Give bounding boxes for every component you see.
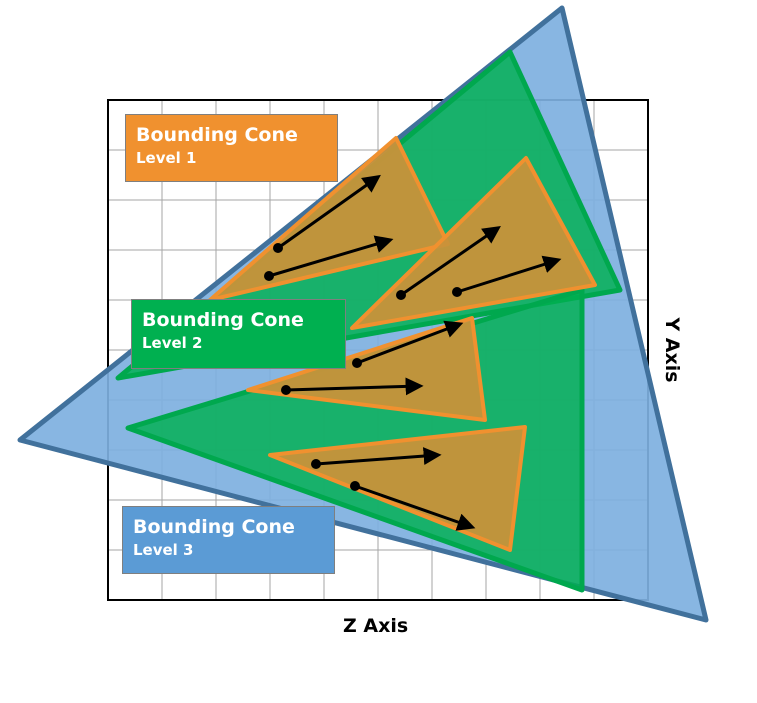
- label-title: Bounding Cone: [133, 516, 295, 538]
- vector-origin-dot: [281, 385, 291, 395]
- label-level: Level 1: [136, 149, 197, 167]
- vector-arrow: [456, 255, 562, 294]
- label-level: Level 2: [142, 334, 203, 352]
- y-axis-label: Y Axis: [661, 317, 683, 383]
- label-title: Bounding Cone: [142, 309, 304, 331]
- vector-origin-dot: [273, 243, 283, 253]
- vector-origin-dot: [350, 481, 360, 491]
- normal-vectors: [268, 174, 562, 531]
- vector-origin-dot: [264, 271, 274, 281]
- vector-arrow: [356, 320, 464, 365]
- vector-origin-dot: [352, 358, 362, 368]
- vector-arrow: [277, 174, 381, 250]
- label-bounding-cone-level-2: Bounding Cone Level 2: [131, 299, 346, 369]
- label-title: Bounding Cone: [136, 124, 298, 146]
- vector-origin-dot: [311, 459, 321, 469]
- vector-arrow: [315, 447, 442, 466]
- level-1-cone-c: [246, 316, 487, 422]
- vector-arrow: [285, 377, 424, 396]
- level-1-cone-a: [208, 136, 450, 302]
- vector-origin-dot: [452, 287, 462, 297]
- label-level: Level 3: [133, 541, 194, 559]
- label-bounding-cone-level-1: Bounding Cone Level 1: [125, 114, 338, 182]
- label-bounding-cone-level-3: Bounding Cone Level 3: [122, 506, 335, 574]
- vector-origins: [264, 243, 462, 491]
- vector-arrow: [400, 225, 501, 297]
- vector-arrow: [268, 235, 394, 278]
- grid-border: [107, 99, 649, 601]
- z-axis-label: Z Axis: [343, 615, 409, 637]
- vector-arrow: [354, 484, 476, 531]
- vector-origin-dot: [396, 290, 406, 300]
